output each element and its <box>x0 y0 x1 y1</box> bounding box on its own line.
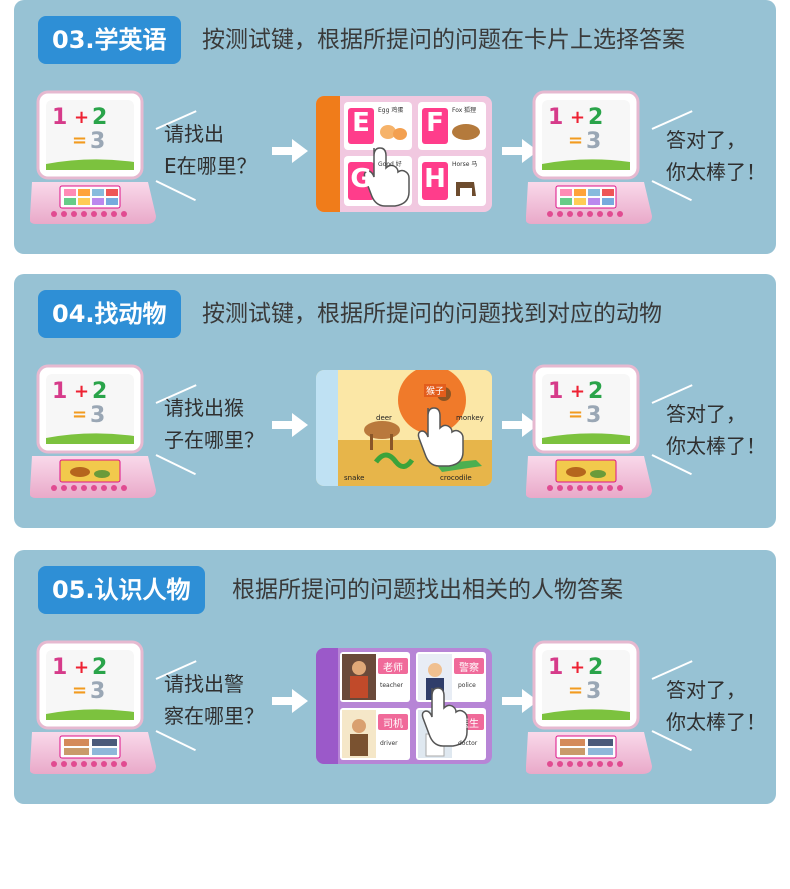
answer-line-2: 你太棒了！ <box>666 160 766 184</box>
arrow-right-icon <box>272 139 308 163</box>
card-label: teacher <box>380 682 403 689</box>
section-people: 05.认识人物 根据所提问的问题找出相关的人物答案 1 + 2 = 3 请找出警… <box>14 550 776 804</box>
section-tag: 05.认识人物 <box>38 566 205 614</box>
card-label: police <box>458 682 476 689</box>
math-digit-3: 3 <box>90 129 105 154</box>
question-line-2: E在哪里？ <box>164 154 257 178</box>
arrow-right-icon <box>502 413 538 437</box>
people-card-image: 老师 警察 司机 医生 teacher police driver doctor <box>316 648 492 764</box>
math-digit-2: 2 <box>588 105 603 130</box>
math-equals: = <box>72 404 87 425</box>
answer-line-1: 答对了， <box>666 402 746 426</box>
letter-card-image: E F G H Egg 鸡蛋 Fox 狐狸 Good 好 Horse 马 <box>316 96 492 212</box>
arrow-right-icon <box>272 689 308 713</box>
answer-text: 答对了， 你太棒了！ <box>666 124 766 188</box>
card-label: 医生 <box>459 719 479 730</box>
card-word: Egg 鸡蛋 <box>378 107 404 114</box>
math-plus: + <box>570 657 585 678</box>
card-label: 司机 <box>383 719 403 730</box>
learning-device-image: 1 + 2 = 3 <box>30 364 156 498</box>
math-equals: = <box>568 404 583 425</box>
question-line-1: 请找出猴 <box>164 396 244 420</box>
card-label: 老师 <box>383 663 403 674</box>
card-label: snake <box>344 474 365 482</box>
math-digit-3: 3 <box>90 679 105 704</box>
math-digit-1: 1 <box>548 105 563 130</box>
card-word: Good 好 <box>378 161 402 168</box>
card-label: deer <box>376 414 392 422</box>
question-text: 请找出猴 子在哪里？ <box>164 392 264 456</box>
math-digit-2: 2 <box>588 655 603 680</box>
math-plus: + <box>570 107 585 128</box>
math-plus: + <box>74 657 89 678</box>
arrow-right-icon <box>272 413 308 437</box>
math-equals: = <box>72 130 87 151</box>
section-english: 03.学英语 按测试键，根据所提问的问题在卡片上选择答案 1 + 2 = 3 请… <box>14 0 776 254</box>
card-label: crocodile <box>440 474 472 482</box>
section-tag: 04.找动物 <box>38 290 181 338</box>
arrow-right-icon <box>502 139 538 163</box>
learning-device-image: 1 + 2 = 3 <box>526 364 652 498</box>
learning-device-image: 1 + 2 = 3 <box>30 640 156 774</box>
card-label: monkey <box>456 414 484 422</box>
question-line-1: 请找出警 <box>164 672 244 696</box>
learning-device-image: 1 + 2 = 3 <box>30 90 156 224</box>
math-equals: = <box>568 130 583 151</box>
math-digit-3: 3 <box>586 403 601 428</box>
section-description: 按测试键，根据所提问的问题在卡片上选择答案 <box>202 27 685 53</box>
answer-line-1: 答对了， <box>666 128 746 152</box>
section-description: 根据所提问的问题找出相关的人物答案 <box>232 577 623 603</box>
math-equals: = <box>72 680 87 701</box>
card-letter-g: G <box>350 164 372 194</box>
speech-line <box>155 730 196 752</box>
card-label: doctor <box>458 740 478 747</box>
speech-line <box>155 454 196 476</box>
math-equals: = <box>568 680 583 701</box>
card-label: driver <box>380 740 398 747</box>
card-label: 警察 <box>459 663 479 674</box>
question-line-2: 察在哪里？ <box>164 704 264 728</box>
section-animals: 04.找动物 按测试键，根据所提问的问题找到对应的动物 1 + 2 = 3 请找… <box>14 274 776 528</box>
math-digit-3: 3 <box>586 679 601 704</box>
card-letter-f: F <box>426 108 444 138</box>
math-digit-2: 2 <box>92 105 107 130</box>
math-plus: + <box>570 381 585 402</box>
answer-text: 答对了， 你太棒了！ <box>666 398 766 462</box>
arrow-right-icon <box>502 689 538 713</box>
math-digit-2: 2 <box>588 379 603 404</box>
math-digit-3: 3 <box>90 403 105 428</box>
question-text: 请找出警 察在哪里？ <box>164 668 264 732</box>
animal-card-image: 猴子 monkey deer snake crocodile <box>316 370 492 486</box>
learning-device-image: 1 + 2 = 3 <box>526 640 652 774</box>
math-digit-3: 3 <box>586 129 601 154</box>
answer-line-2: 你太棒了！ <box>666 434 766 458</box>
math-digit-1: 1 <box>52 655 67 680</box>
math-plus: + <box>74 107 89 128</box>
section-description: 按测试键，根据所提问的问题找到对应的动物 <box>202 301 662 327</box>
section-tag: 03.学英语 <box>38 16 181 64</box>
card-word: Horse 马 <box>452 161 478 168</box>
learning-device-image: 1 + 2 = 3 <box>526 90 652 224</box>
card-word: Fox 狐狸 <box>452 107 477 114</box>
question-line-2: 子在哪里？ <box>164 428 264 452</box>
answer-line-2: 你太棒了！ <box>666 710 766 734</box>
math-digit-1: 1 <box>52 105 67 130</box>
question-text: 请找出 E在哪里？ <box>164 118 257 182</box>
math-digit-1: 1 <box>548 379 563 404</box>
card-letter-e: E <box>352 108 370 138</box>
math-digit-1: 1 <box>548 655 563 680</box>
math-digit-2: 2 <box>92 379 107 404</box>
question-line-1: 请找出 <box>164 122 224 146</box>
math-digit-1: 1 <box>52 379 67 404</box>
answer-text: 答对了， 你太棒了！ <box>666 674 766 738</box>
answer-line-1: 答对了， <box>666 678 746 702</box>
card-letter-h: H <box>424 164 446 194</box>
speech-line <box>155 180 196 202</box>
card-label: 猴子 <box>424 384 447 397</box>
math-plus: + <box>74 381 89 402</box>
math-digit-2: 2 <box>92 655 107 680</box>
